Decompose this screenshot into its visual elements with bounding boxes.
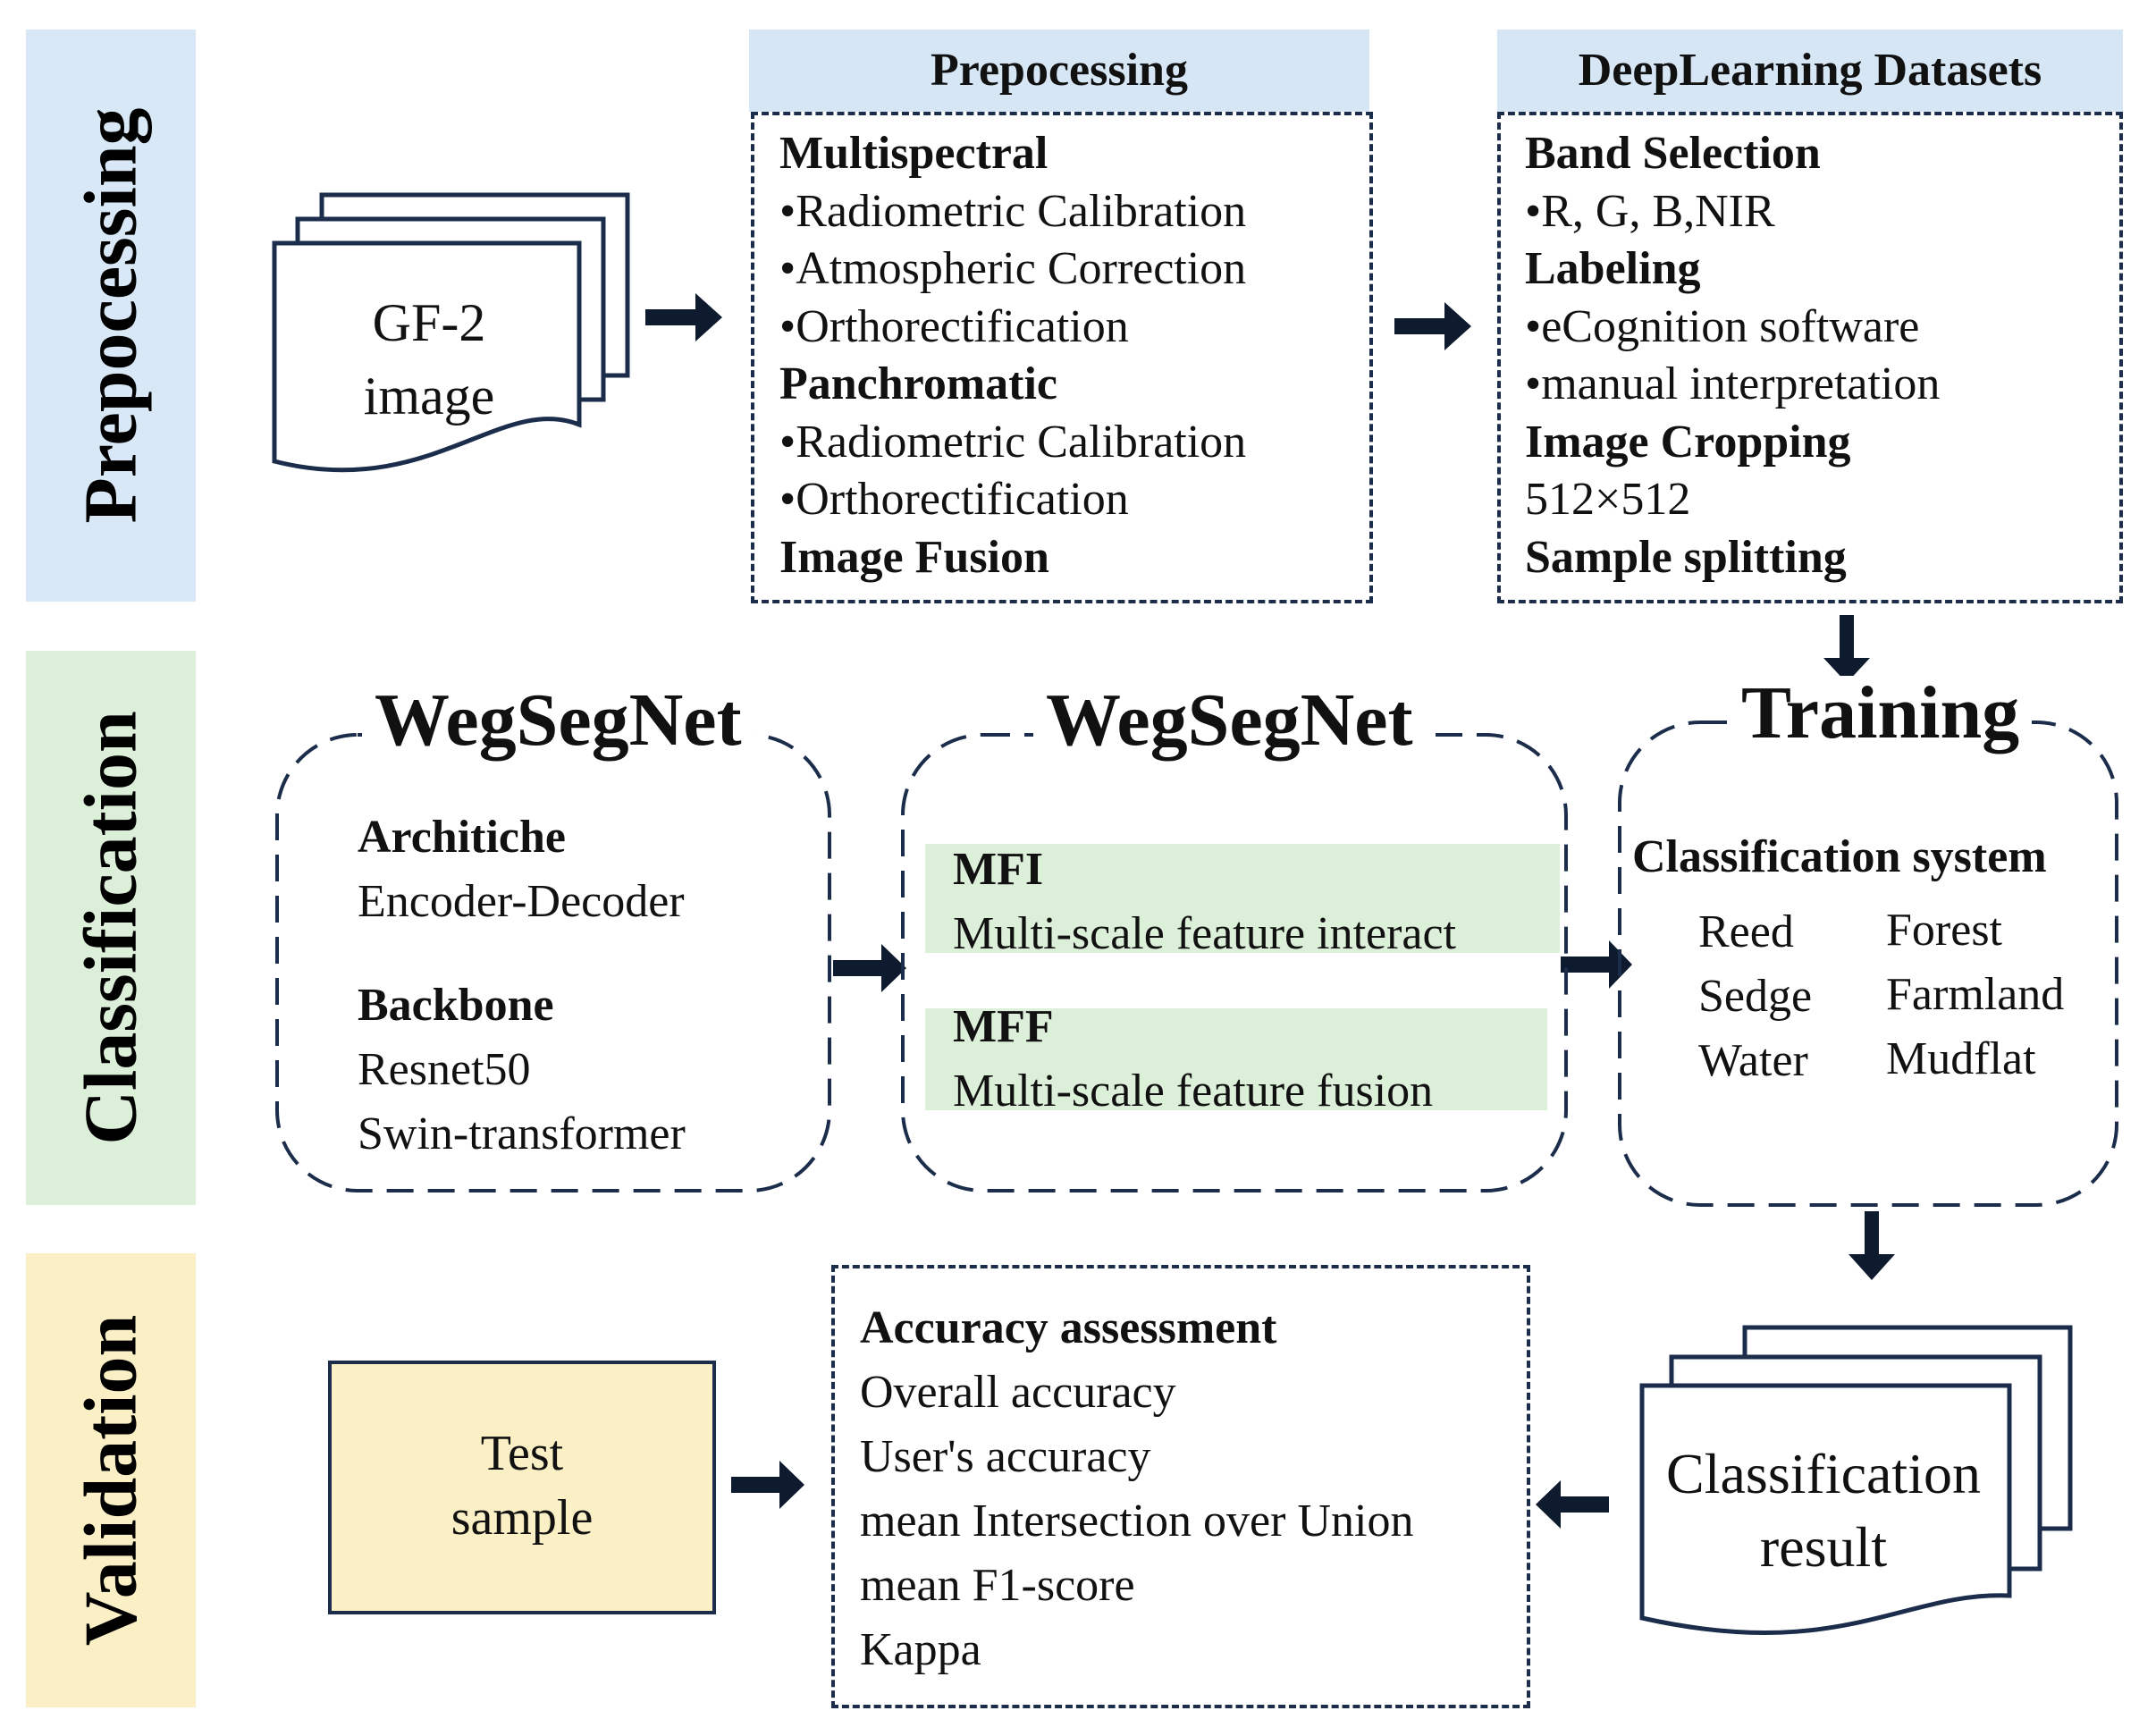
list-item: •Radiometric Calibration: [779, 185, 1247, 237]
wegsegnet-title-2: WegSegNet: [1033, 683, 1426, 758]
list-item: •Orthorectification: [779, 300, 1129, 352]
class-mudflat: Mudflat: [1886, 1033, 2036, 1084]
preprocessing-box: [751, 112, 1373, 603]
list-item: •eCognition software: [1525, 300, 1920, 352]
arrow-down-icon: [1823, 615, 1870, 683]
backbone-label: Backbone: [358, 980, 554, 1031]
list-item: •manual interpretation: [1525, 358, 1941, 409]
list-item: Overall accuracy: [860, 1367, 1176, 1418]
preprocessing-list: Multispectral •Radiometric Calibration •At…: [779, 125, 1246, 586]
wegsegnet-frame-1: [275, 733, 831, 1192]
gf2-label: GF-2 image: [313, 286, 545, 433]
arrow-right-icon: [645, 293, 722, 341]
result-label-line2: result: [1759, 1515, 1888, 1579]
datasets-list: Band Selection •R, G, B,NIR Labeling •eCogn…: [1525, 125, 1940, 586]
mfi-panel: [925, 844, 1560, 953]
training-title: Training: [1729, 676, 2033, 751]
mff-label: MFF: [953, 1001, 1054, 1052]
gf2-label-line1: GF-2: [372, 293, 486, 352]
arrow-left-icon: [1536, 1480, 1609, 1529]
list-item: •Atmospheric Correction: [779, 243, 1247, 294]
wegsegnet-frame-2: [901, 733, 1568, 1192]
datasets-box: [1497, 112, 2123, 603]
architecture-label: Architiche: [358, 812, 566, 863]
preprocessing-header: Prepocessing: [749, 29, 1369, 112]
mfi-value: Multi-scale feature interact: [953, 908, 1457, 959]
class-sedge: Sedge: [1698, 971, 1813, 1022]
list-item: mean F1-score: [860, 1560, 1135, 1611]
mff-value: Multi-scale feature fusion: [953, 1066, 1434, 1117]
list-item: Multispectral: [779, 128, 1048, 179]
stage-band-preprocessing: Prepocessing: [26, 29, 196, 602]
list-item: Sample splitting: [1525, 531, 1847, 583]
class-water: Water: [1698, 1035, 1808, 1086]
list-item: Image Fusion: [779, 531, 1049, 583]
list-item: 512×512: [1525, 474, 1691, 525]
list-item: Panchromatic: [779, 358, 1057, 409]
classification-result-label: Classification result: [1645, 1437, 2002, 1584]
class-forest: Forest: [1886, 905, 2002, 956]
test-sample-label: Test sample: [328, 1421, 716, 1550]
list-item: Kappa: [860, 1624, 981, 1675]
list-item: Image Cropping: [1525, 416, 1851, 468]
accuracy-box: [831, 1265, 1530, 1708]
test-sample-line2: sample: [451, 1490, 594, 1546]
list-item: Labeling: [1525, 243, 1701, 294]
mff-panel: [925, 1008, 1547, 1110]
list-item: •Orthorectification: [779, 474, 1129, 525]
arrow-down-icon: [1848, 1211, 1895, 1280]
classification-system-label: Classification system: [1632, 831, 2047, 882]
arrow-right-icon: [833, 944, 906, 992]
list-item: •R, G, B,NIR: [1525, 185, 1775, 237]
list-item: Band Selection: [1525, 128, 1821, 179]
training-frame: [1618, 721, 2118, 1207]
arrow-right-icon: [731, 1461, 804, 1509]
list-item: User's accuracy: [860, 1431, 1151, 1482]
wegsegnet-title-1: WegSegNet: [362, 683, 754, 758]
test-sample-box: [328, 1361, 716, 1614]
datasets-header: DeepLearning Datasets: [1497, 29, 2123, 112]
list-item: mean Intersection over Union: [860, 1496, 1414, 1546]
result-label-line1: Classification: [1666, 1442, 1981, 1505]
gf2-label-line2: image: [363, 367, 495, 426]
backbone-value-swin: Swin-transformer: [358, 1108, 686, 1159]
arrow-right-icon: [1394, 302, 1471, 350]
class-farmland: Farmland: [1886, 969, 2065, 1020]
result-document-stack-icon: [1639, 1325, 2073, 1635]
list-item: •Radiometric Calibration: [779, 416, 1247, 468]
backbone-value-resnet: Resnet50: [358, 1044, 531, 1095]
test-sample-line1: Test: [480, 1426, 564, 1481]
stage-band-classification: Classification: [26, 651, 196, 1205]
gf2-document-stack-icon: [272, 192, 630, 473]
list-item: Accuracy assessment: [860, 1302, 1277, 1353]
architecture-value: Encoder-Decoder: [358, 876, 685, 927]
stage-band-validation: Validation: [26, 1253, 196, 1707]
mfi-label: MFI: [953, 844, 1044, 895]
class-reed: Reed: [1698, 906, 1794, 957]
